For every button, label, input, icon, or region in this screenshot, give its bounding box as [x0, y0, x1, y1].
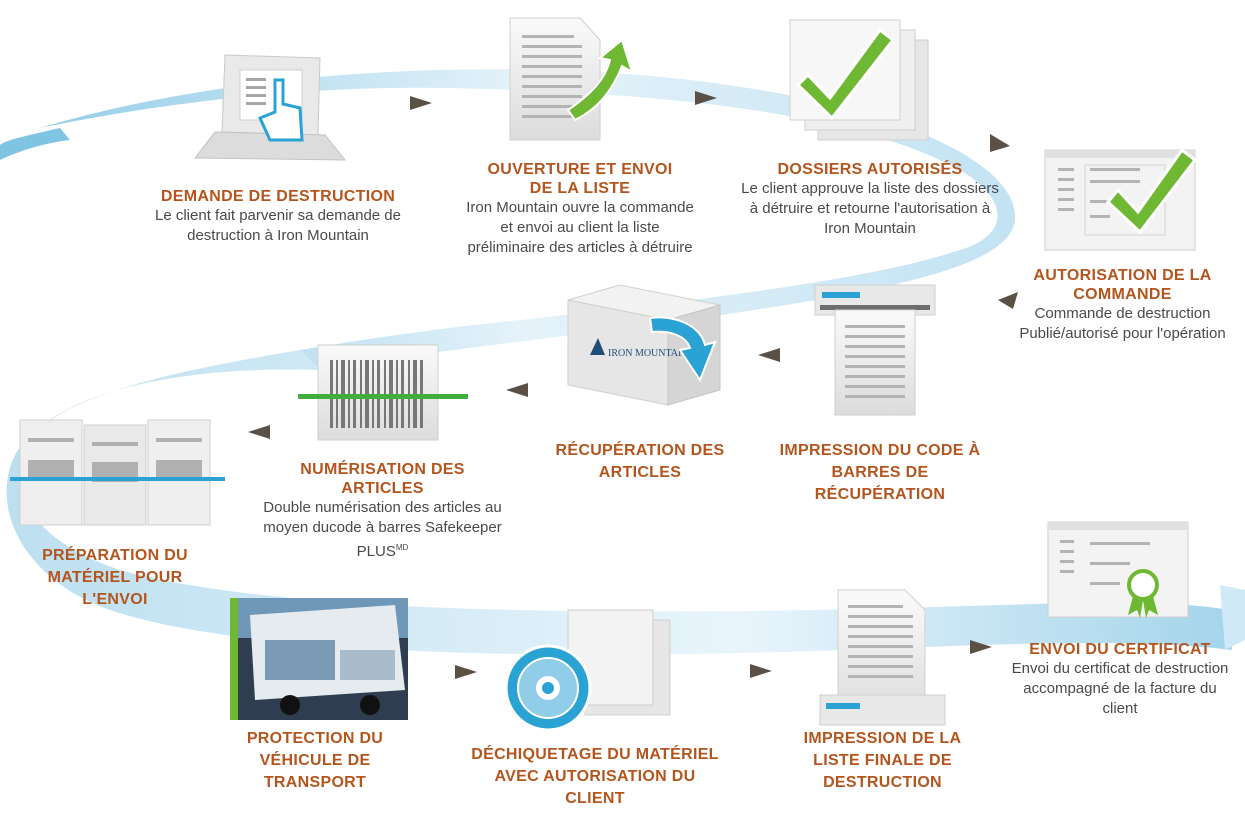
printer-list-icon — [819, 589, 946, 726]
step-impression-code: IMPRESSION DU CODE À BARRES DE RÉCUPÉRAT… — [765, 440, 995, 506]
shredder-blade-icon — [504, 609, 671, 732]
step-title: PRÉPARATION DU MATÉRIEL POUR L'ENVOI — [42, 547, 188, 608]
step-demande: DEMANDE DE DESTRUCTION Le client fait pa… — [118, 187, 438, 246]
step-ouverture: OUVERTURE ET ENVOI DE LA LISTE Iron Moun… — [455, 160, 705, 258]
step-desc: Le client fait parvenir sa demande de de… — [155, 207, 401, 244]
step-desc: Le client approuve la liste des dossiers… — [741, 180, 999, 237]
step-desc: Iron Mountain ouvre la commande et envoi… — [466, 199, 694, 256]
step-certificat: ENVOI DU CERTIFICAT Envoi du certificat … — [1000, 640, 1240, 719]
barcode-sheet-icon — [298, 344, 468, 441]
step-recuperation: RÉCUPÉRATION DES ARTICLES — [530, 440, 750, 484]
boxes-scan-icon — [10, 419, 225, 526]
step-title: AUTORISATION DE LA COMMANDE — [1033, 267, 1212, 303]
box-brand-text: IRON MOUNTAIN — [608, 348, 689, 359]
step-numerisation: NUMÉRISATION DES ARTICLES Double numéris… — [255, 460, 510, 562]
step-title: IMPRESSION DU CODE À BARRES DE RÉCUPÉRAT… — [779, 442, 981, 503]
step-title: IMPRESSION DE LA LISTE FINALE DE DESTRUC… — [803, 730, 962, 791]
step-title: ENVOI DU CERTIFICAT — [1029, 641, 1211, 658]
step-title: DÉCHIQUETAGE DU MATÉRIEL AVEC AUTORISATI… — [471, 746, 719, 807]
step-desc: Double numérisation des articles au moye… — [260, 498, 505, 562]
trademark-sup: MD — [395, 543, 409, 552]
printer-barcode-icon — [814, 284, 936, 416]
step-dossiers: DOSSIERS AUTORISÉS Le client approuve la… — [725, 160, 1015, 239]
laptop-touch-icon — [193, 54, 347, 161]
step-title: OUVERTURE ET ENVOI DE LA LISTE — [487, 161, 673, 197]
document-send-icon — [509, 17, 634, 141]
step-title: DOSSIERS AUTORISÉS — [777, 161, 963, 178]
truck-photo-icon — [230, 598, 408, 720]
form-check-icon — [1044, 147, 1198, 251]
step-title: PROTECTION DU VÉHICULE DE TRANSPORT — [246, 730, 384, 791]
storage-box-icon: IRON MOUNTAIN — [567, 284, 721, 406]
step-impression-liste: IMPRESSION DE LA LISTE FINALE DE DESTRUC… — [775, 728, 990, 794]
step-desc: Envoi du certificat de destruction accom… — [1011, 660, 1229, 717]
folders-check-icon — [789, 19, 929, 141]
step-desc-text: Double numérisation des articles au moye… — [263, 499, 502, 560]
step-dechiquetage: DÉCHIQUETAGE DU MATÉRIEL AVEC AUTORISATI… — [465, 744, 725, 810]
step-preparation: PRÉPARATION DU MATÉRIEL POUR L'ENVOI — [20, 545, 210, 611]
certificate-icon — [1047, 521, 1189, 618]
step-title: DEMANDE DE DESTRUCTION — [160, 188, 396, 205]
step-autorisation: AUTORISATION DE LA COMMANDE Commande de … — [1005, 266, 1240, 344]
step-desc: Commande de destruction Publié/autorisé … — [1019, 305, 1226, 342]
step-title: RÉCUPÉRATION DES ARTICLES — [555, 442, 725, 481]
step-title: NUMÉRISATION DES ARTICLES — [300, 461, 465, 497]
step-protection: PROTECTION DU VÉHICULE DE TRANSPORT — [215, 728, 415, 794]
